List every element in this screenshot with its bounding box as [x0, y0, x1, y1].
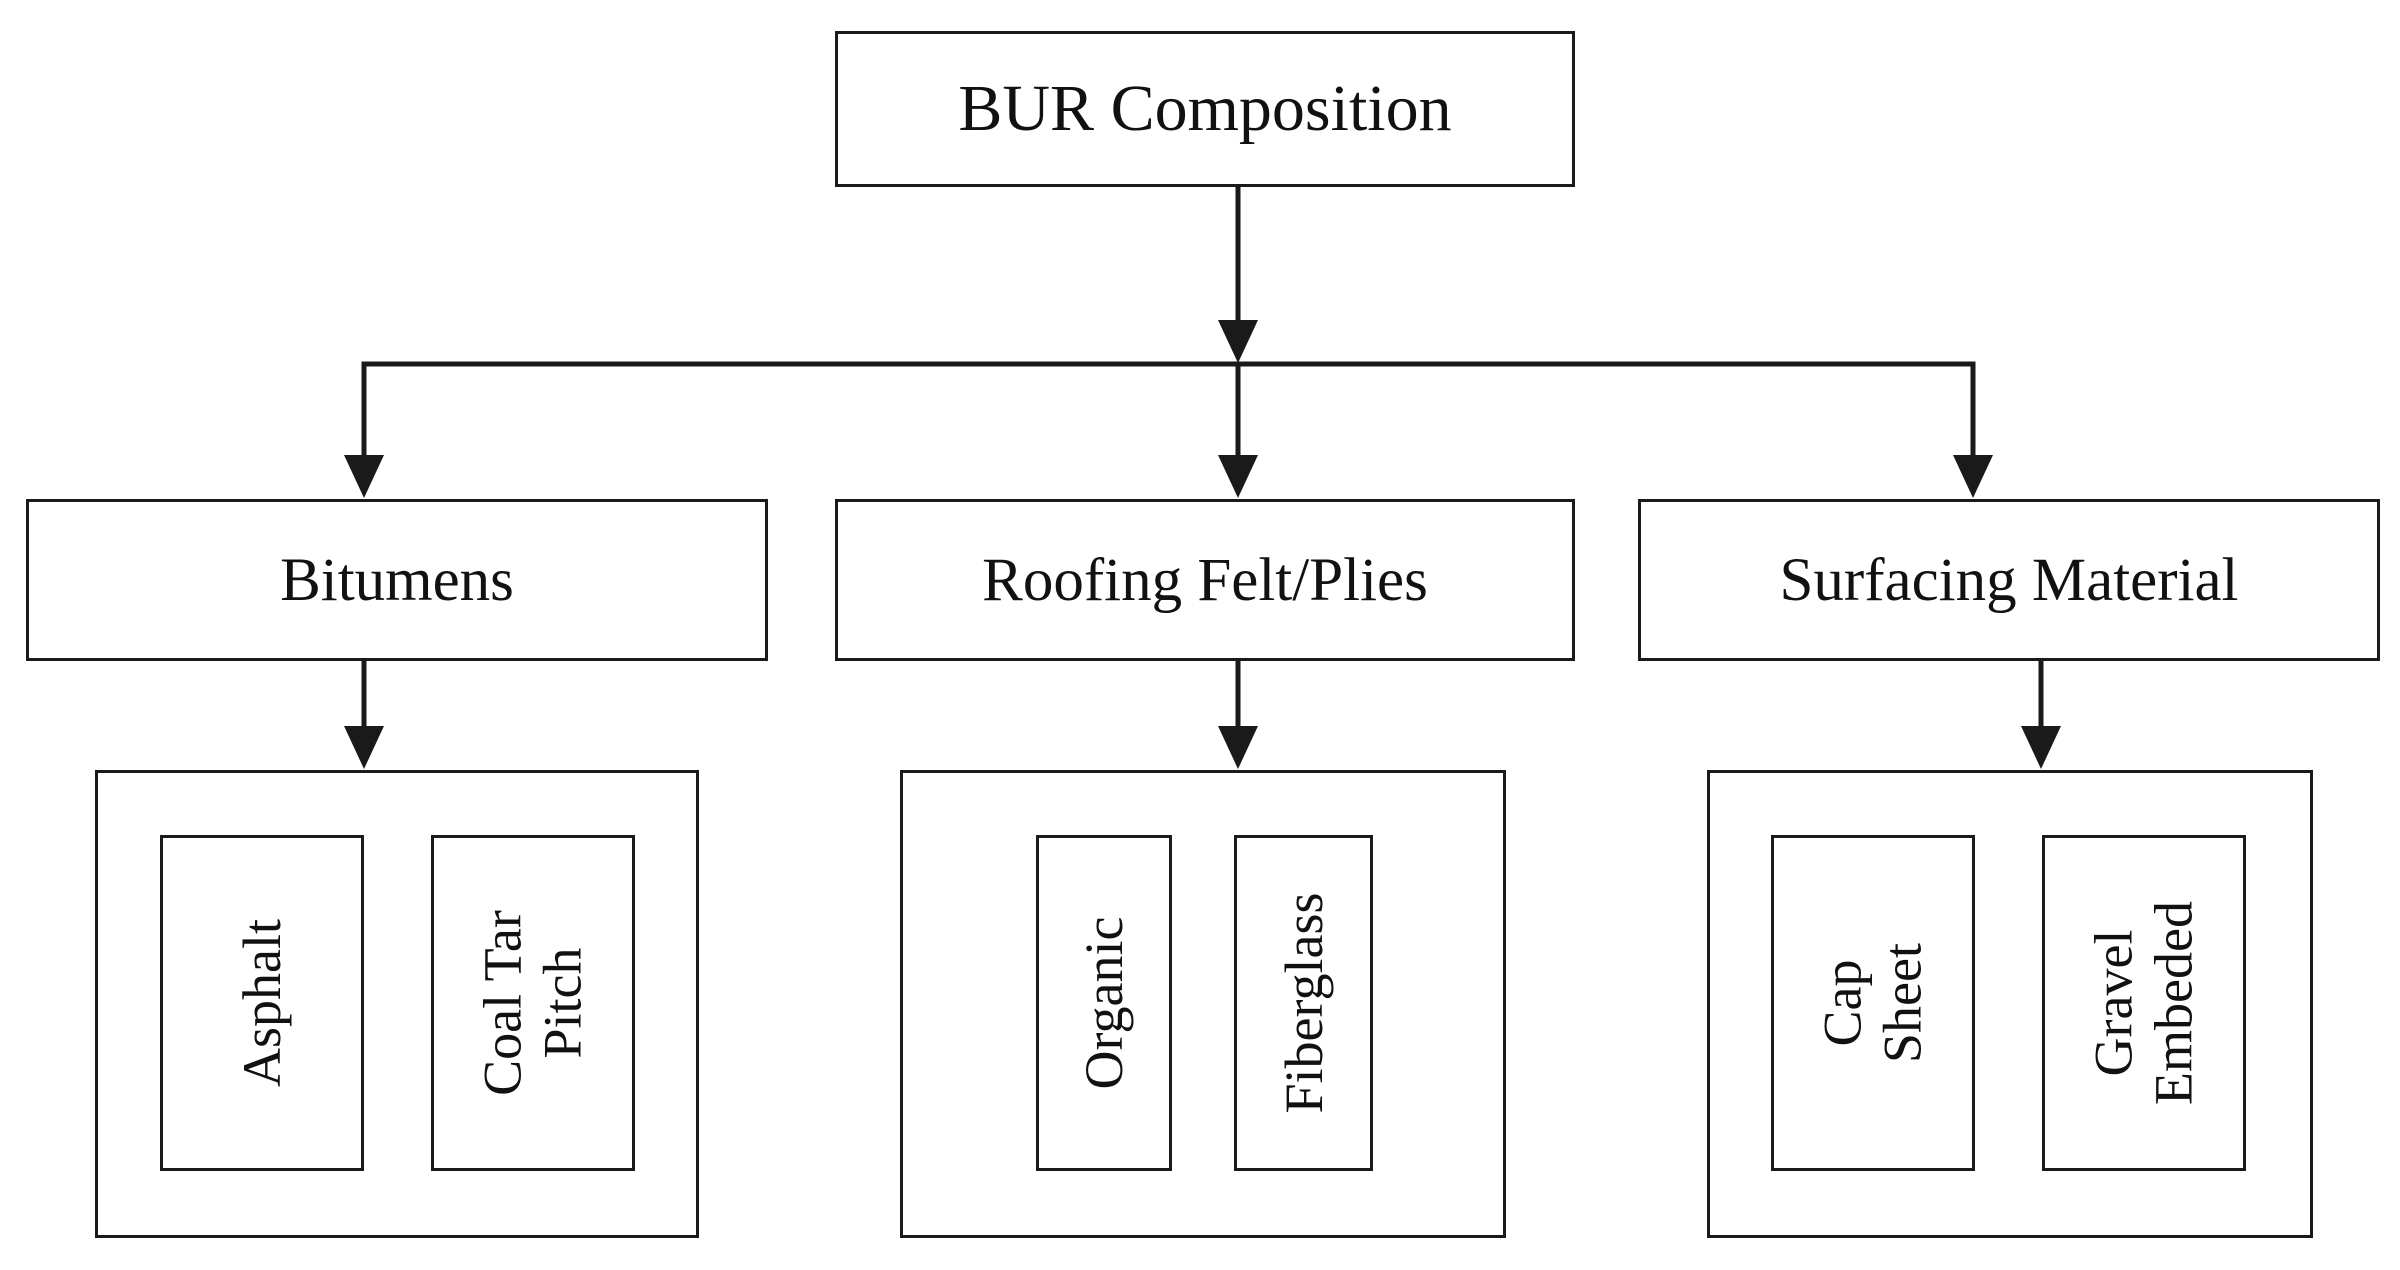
group-felt-types [900, 770, 1506, 1238]
leaf-line: Sheet [1873, 943, 1933, 1063]
arrowhead-root [1218, 320, 1258, 363]
leaf-gravel-embeded: Gravel Embeded [2042, 835, 2246, 1171]
arrowhead-bitumens [344, 455, 384, 498]
category-label: Bitumens [280, 546, 514, 614]
leaf-line: Pitch [533, 947, 593, 1059]
leaf-asphalt: Asphalt [160, 835, 364, 1171]
leaf-text: Cap Sheet [1813, 943, 1934, 1063]
arrowhead-surface [1953, 455, 1993, 498]
arrowhead-surface-group [2021, 726, 2061, 769]
leaf-line: Embeded [2144, 901, 2204, 1105]
leaf-line: Fiberglass [1273, 892, 1334, 1114]
arrowhead-felt-group [1218, 726, 1258, 769]
node-surfacing-material: Surfacing Material [1638, 499, 2380, 661]
leaf-text: Coal Tar Pitch [473, 910, 594, 1096]
branch-bar-connector [361, 361, 1976, 380]
leaf-text: Asphalt [232, 919, 292, 1087]
leaf-text: Organic [1074, 917, 1134, 1090]
arrowhead-bitumens-group [344, 726, 384, 769]
arrowhead-felt [1218, 455, 1258, 498]
leaf-line: Coal Tar [472, 910, 533, 1096]
category-label: Surfacing Material [1779, 546, 2239, 614]
leaf-line: Asphalt [231, 919, 292, 1087]
leaf-line: Organic [1073, 916, 1134, 1090]
leaf-organic: Organic [1036, 835, 1172, 1171]
category-label: Roofing Felt/Plies [982, 546, 1428, 614]
leaf-line: Gravel [2083, 929, 2144, 1077]
leaf-coal-tar-pitch: Coal Tar Pitch [431, 835, 635, 1171]
root-label: BUR Composition [958, 72, 1452, 145]
node-bur-composition: BUR Composition [835, 31, 1575, 187]
leaf-text: Gravel Embeded [2084, 901, 2205, 1105]
leaf-text: Fiberglass [1273, 892, 1333, 1113]
leaf-fiberglass: Fiberglass [1234, 835, 1373, 1171]
leaf-line: Cap [1812, 959, 1873, 1047]
node-bitumens: Bitumens [26, 499, 768, 661]
leaf-cap-sheet: Cap Sheet [1771, 835, 1975, 1171]
node-roofing-felt-plies: Roofing Felt/Plies [835, 499, 1575, 661]
